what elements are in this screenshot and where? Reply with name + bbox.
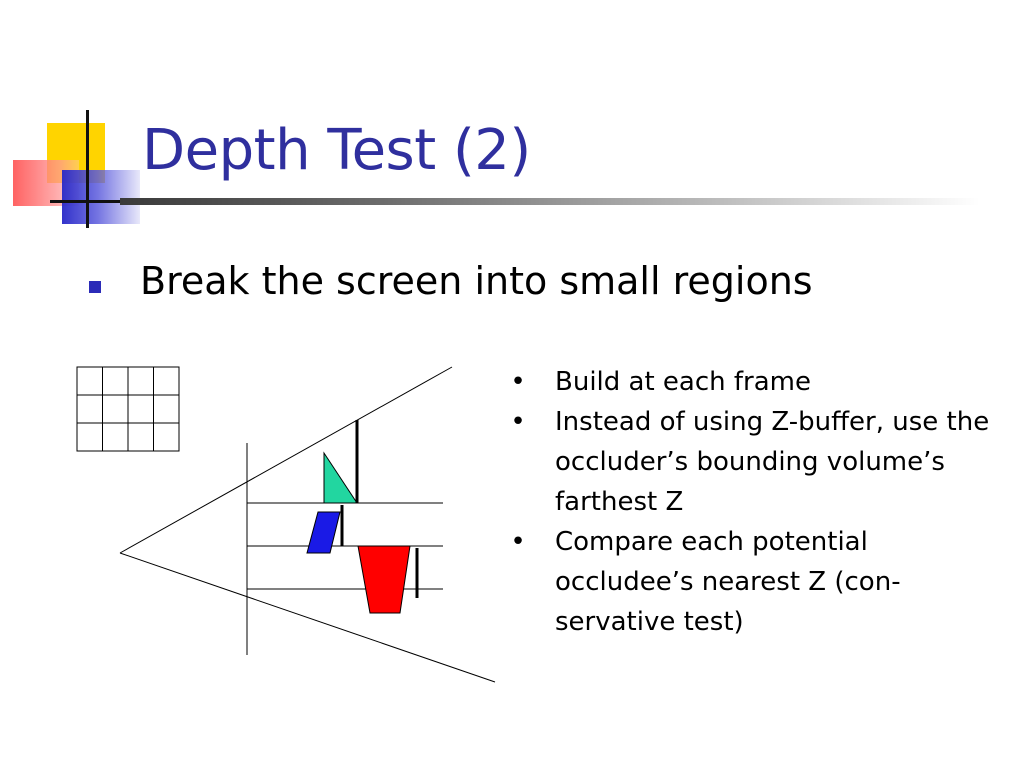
slide-logo-decoration	[0, 0, 141, 230]
logo-vertical-line	[86, 110, 89, 228]
sub-bullet-list: • Build at each frame • Instead of using…	[503, 362, 1013, 642]
green-triangle-occluder	[323, 451, 358, 504]
sub-bullet-text: Compare each potential occludee’s neares…	[555, 527, 901, 637]
bullet-dot-icon: •	[510, 527, 526, 557]
sub-bullet-3: • Compare each potential occludee’s near…	[503, 522, 1013, 642]
title-underline	[120, 198, 980, 205]
logo-blue-square	[62, 170, 140, 224]
sub-bullet-text: Instead of using Z-buffer, use the occlu…	[555, 407, 990, 517]
logo-horizontal-line	[50, 200, 141, 203]
bullet-square-icon	[89, 281, 101, 293]
view-frustum	[119, 366, 496, 683]
bullet-dot-icon: •	[510, 367, 526, 397]
sub-bullet-text: Build at each frame	[555, 367, 811, 397]
depth-test-diagram	[76, 366, 496, 683]
main-bullet-text: Break the screen into small regions	[140, 259, 813, 303]
blue-parallelogram-occludee	[306, 511, 341, 554]
red-trapezoid-occludee	[357, 545, 411, 614]
slide-title: Depth Test (2)	[142, 118, 531, 183]
bullet-dot-icon: •	[510, 407, 526, 437]
screen-grid-icon	[76, 366, 180, 452]
sub-bullet-2: • Instead of using Z-buffer, use the occ…	[503, 402, 1013, 522]
sub-bullet-1: • Build at each frame	[503, 362, 1013, 402]
